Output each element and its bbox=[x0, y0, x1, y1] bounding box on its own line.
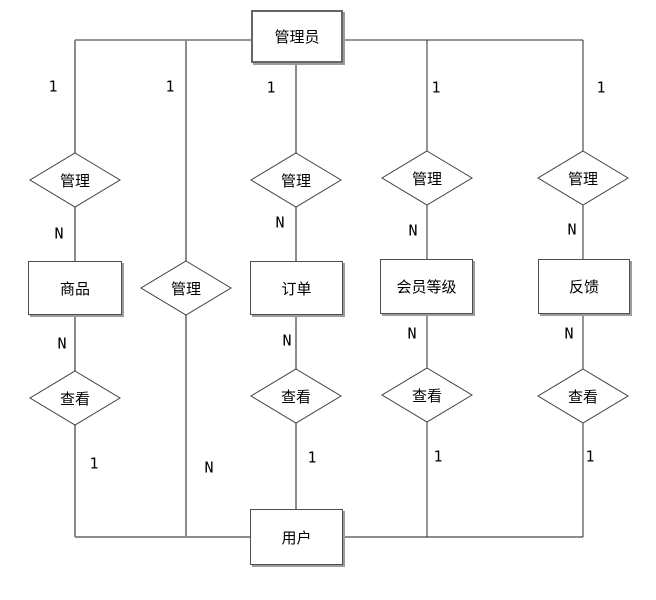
entity-user[interactable]: 用户 bbox=[250, 509, 343, 565]
relationship-view-member-level[interactable]: 查看 bbox=[381, 367, 473, 423]
entity-member-level[interactable]: 会员等级 bbox=[380, 259, 473, 314]
cardinality-col2-top: 1 bbox=[165, 77, 175, 96]
relationship-manage-product-label: 管理 bbox=[59, 171, 90, 190]
relationship-manage-product[interactable]: 管理 bbox=[29, 152, 121, 208]
entity-order-label: 订单 bbox=[281, 279, 312, 298]
relationship-manage-feedback-label: 管理 bbox=[567, 169, 598, 188]
entity-member-level-label: 会员等级 bbox=[396, 278, 457, 296]
entity-user-label: 用户 bbox=[281, 528, 312, 547]
relationship-manage-order-label: 管理 bbox=[280, 171, 311, 190]
entity-order[interactable]: 订单 bbox=[250, 261, 343, 315]
cardinality-col1-mid: N bbox=[54, 224, 64, 243]
cardinality-col4-low: N bbox=[407, 324, 417, 343]
cardinality-col4-top: 1 bbox=[431, 78, 441, 97]
cardinality-col1-bottom: 1 bbox=[89, 454, 99, 473]
cardinality-col3-mid: N bbox=[275, 213, 285, 232]
entity-admin[interactable]: 管理员 bbox=[251, 10, 343, 63]
relationship-manage-member-level-label: 管理 bbox=[411, 169, 442, 188]
cardinality-col2-bottom: N bbox=[204, 458, 214, 477]
relationship-manage-user-label: 管理 bbox=[170, 279, 201, 298]
cardinality-col1-low: N bbox=[57, 334, 67, 353]
cardinality-col4-bottom: 1 bbox=[433, 447, 443, 466]
relationship-view-product-label: 查看 bbox=[59, 389, 90, 408]
cardinality-col5-mid: N bbox=[567, 220, 577, 239]
relationship-view-feedback-label: 查看 bbox=[567, 387, 598, 406]
relationship-manage-order[interactable]: 管理 bbox=[250, 152, 342, 208]
cardinality-col3-low: N bbox=[282, 331, 292, 350]
entity-product-label: 商品 bbox=[59, 279, 90, 298]
relationship-view-product[interactable]: 查看 bbox=[29, 370, 121, 426]
relationship-view-order[interactable]: 查看 bbox=[250, 368, 342, 424]
relationship-view-member-level-label: 查看 bbox=[411, 386, 442, 405]
relationship-manage-user[interactable]: 管理 bbox=[140, 260, 232, 316]
relationship-manage-feedback[interactable]: 管理 bbox=[537, 150, 629, 206]
cardinality-col3-bottom: 1 bbox=[307, 448, 317, 467]
cardinality-col4-mid: N bbox=[408, 221, 418, 240]
entity-feedback[interactable]: 反馈 bbox=[538, 259, 630, 314]
cardinality-col3-top: 1 bbox=[266, 78, 276, 97]
entity-product[interactable]: 商品 bbox=[28, 261, 122, 315]
cardinality-col5-bottom: 1 bbox=[585, 447, 595, 466]
cardinality-col5-top: 1 bbox=[596, 78, 606, 97]
relationship-manage-member-level[interactable]: 管理 bbox=[381, 150, 473, 206]
relationship-view-feedback[interactable]: 查看 bbox=[537, 368, 629, 424]
cardinality-col5-low: N bbox=[564, 324, 574, 343]
relationship-view-order-label: 查看 bbox=[280, 387, 311, 406]
entity-admin-label: 管理员 bbox=[274, 28, 320, 46]
entity-feedback-label: 反馈 bbox=[568, 278, 599, 296]
cardinality-col1-top: 1 bbox=[48, 77, 58, 96]
